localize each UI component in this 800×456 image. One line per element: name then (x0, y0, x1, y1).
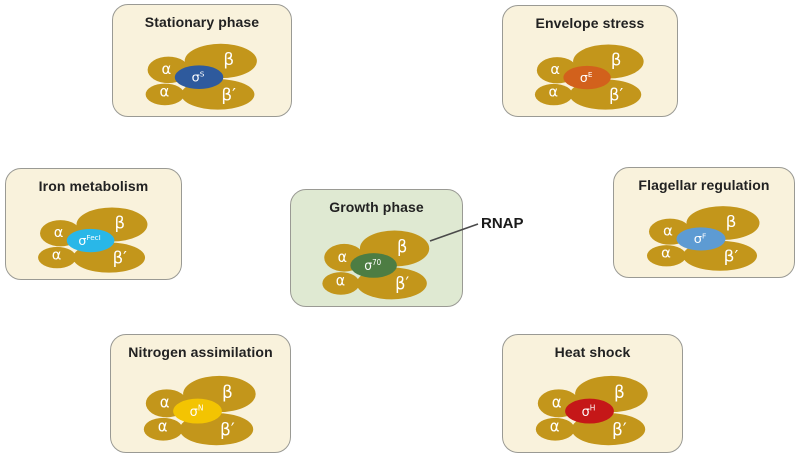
rnap-complex: β β′ α α σN (143, 375, 256, 446)
condition-title: Envelope stress (535, 15, 645, 31)
condition-title: Iron metabolism (38, 178, 149, 194)
alpha-label-2: α (158, 417, 168, 435)
condition-title: Heat shock (554, 344, 631, 360)
alpha-label-1: α (663, 223, 673, 240)
beta-label: β (726, 211, 737, 231)
beta-label: β (222, 383, 233, 403)
sigma-label: σF (694, 232, 707, 248)
beta-prime-label: β′ (113, 248, 128, 267)
beta-prime-label: β′ (220, 420, 235, 440)
condition-title: Growth phase (329, 199, 424, 215)
alpha-subunit-2 (647, 245, 686, 267)
sigma-base-glyph: σ (582, 405, 590, 420)
condition-title: Nitrogen assimilation (128, 344, 273, 360)
rnap-complex: β β′ α α σS (145, 43, 257, 110)
sigma-label: σH (582, 403, 596, 419)
alpha-label-1: α (162, 61, 172, 78)
rnap-complex: β β′ α α σFecI (38, 207, 148, 273)
sigma-superscript: H (590, 403, 596, 412)
condition-box-nitrogen-assimilation: Nitrogen assimilation β β′ α α σN (110, 334, 291, 453)
condition-box-heat-shock: Heat shock β β′ α α σH (502, 334, 683, 453)
sigma-base-glyph: σ (580, 70, 588, 85)
alpha-label-2: α (661, 245, 671, 262)
sigma-factor (676, 227, 726, 251)
beta-prime-label: β′ (609, 85, 623, 104)
rnap-complex: β β′ α α σF (647, 206, 760, 271)
condition-title: Flagellar regulation (638, 177, 770, 193)
sigma-superscript: E (588, 70, 593, 79)
sigma-superscript: S (200, 70, 205, 79)
sigma-base-glyph: σ (190, 405, 198, 420)
beta-label: β (397, 236, 407, 257)
sigma-label: σS (192, 70, 205, 86)
sigma-factor (565, 398, 614, 424)
alpha-label-2: α (336, 272, 346, 290)
sigma-factor (66, 228, 115, 253)
sigma-label: σE (580, 70, 593, 85)
sigma-superscript: N (198, 403, 204, 412)
sigma-superscript: FecI (86, 233, 100, 242)
beta-label: β (114, 213, 125, 232)
alpha-subunit-2 (322, 272, 360, 295)
alpha-subunit-2 (535, 417, 575, 441)
sigma-base-glyph: σ (192, 71, 200, 86)
beta-prime-label: β′ (724, 246, 739, 266)
rnap-complex: β β′ α α σE (534, 44, 644, 110)
sigma-base-glyph: σ (78, 233, 86, 248)
sigma-factor (174, 65, 224, 89)
condition-title: Stationary phase (144, 14, 260, 30)
alpha-label-1: α (338, 248, 348, 266)
rnap-label: RNAP (481, 215, 524, 232)
alpha-label-2: α (160, 83, 170, 100)
beta-label: β (611, 50, 621, 69)
condition-box-stationary-phase: Stationary phase β β′ α α σS (112, 4, 292, 117)
beta-label: β (614, 383, 625, 403)
alpha-label-2: α (548, 83, 558, 100)
condition-box-growth-phase: Growth phase β β′ α α σ70 (290, 189, 463, 307)
alpha-label-1: α (160, 393, 170, 411)
beta-prime-label: β′ (395, 273, 409, 294)
sigma-factor (173, 398, 222, 424)
sigma-factor (563, 65, 611, 90)
rnap-complex: β β′ α α σ70 (322, 230, 430, 300)
alpha-label-1: α (552, 393, 562, 411)
alpha-subunit-2 (143, 417, 183, 441)
alpha-label-1: α (54, 224, 64, 241)
sigma-superscript: 70 (372, 258, 381, 267)
condition-box-iron-metabolism: Iron metabolism β β′ α α σFecI (5, 168, 182, 280)
sigma-base-glyph: σ (364, 259, 372, 275)
sigma-base-glyph: σ (694, 232, 702, 247)
alpha-label-2: α (550, 417, 560, 435)
rnap-complex: β β′ α α σH (535, 375, 648, 446)
alpha-subunit-2 (534, 83, 573, 106)
condition-box-envelope-stress: Envelope stress β β′ α α σE (502, 5, 678, 117)
sigma-superscript: F (702, 232, 706, 241)
sigma-label: σ70 (364, 258, 381, 275)
sigma-label: σFecI (78, 233, 100, 248)
alpha-label-2: α (52, 247, 62, 264)
beta-prime-label: β′ (612, 420, 627, 440)
beta-label: β (223, 49, 234, 69)
beta-prime-label: β′ (221, 84, 236, 104)
alpha-label-1: α (550, 61, 560, 78)
alpha-subunit-2 (145, 83, 185, 106)
condition-box-flagellar-regulation: Flagellar regulation β β′ α α σF (613, 167, 795, 278)
alpha-subunit-2 (38, 246, 76, 269)
sigma-factor (350, 253, 397, 278)
sigma-label: σN (190, 403, 204, 419)
